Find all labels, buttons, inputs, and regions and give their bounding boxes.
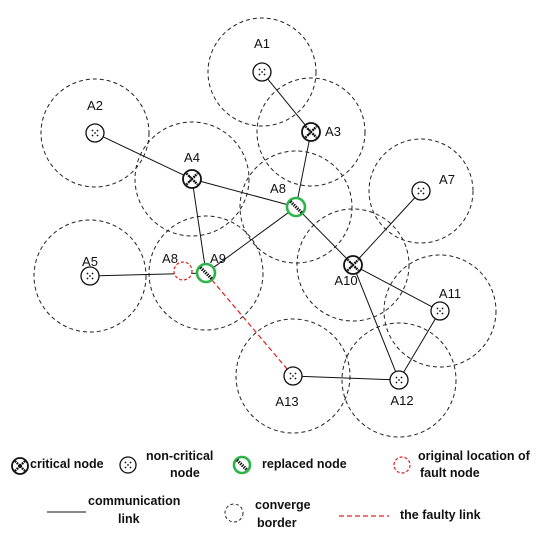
node-a3 — [301, 122, 321, 142]
node-label-a13: A13 — [275, 394, 298, 409]
legend-replaced-node-icon — [232, 455, 252, 475]
link-a1-a3 — [267, 78, 306, 126]
legend-non-critical-label-1: non-critical — [146, 449, 213, 463]
link-a11-a12 — [403, 318, 436, 373]
legend-converge-label-2: border — [257, 516, 297, 530]
node-label-a1: A1 — [254, 36, 270, 51]
node-label-a2: A2 — [87, 98, 103, 113]
node-label-a12: A12 — [390, 393, 413, 408]
faulty-link-a9-a13 — [211, 279, 288, 370]
legend-critical-label: critical node — [30, 457, 104, 471]
converge-border-a9 — [148, 215, 264, 331]
links — [98, 78, 436, 381]
node-a13 — [283, 366, 303, 386]
legend-original-label-1: original location of — [418, 449, 531, 463]
node-a5 — [80, 266, 100, 286]
node-label-a9: A9 — [210, 251, 226, 266]
node-label-a5: A5 — [82, 254, 98, 269]
converge-border-a10 — [296, 208, 410, 322]
converge-border-a1 — [207, 17, 317, 127]
link-a8-a10 — [301, 213, 348, 259]
legend-critical-node-icon — [11, 457, 29, 475]
legend-converge-border-icon — [224, 503, 244, 523]
converge-border-a4 — [134, 121, 250, 237]
converge-border-a2 — [40, 78, 150, 188]
legend-non-critical-label-2: node — [170, 466, 200, 480]
link-a13-a12 — [301, 375, 391, 381]
node-a4 — [182, 169, 202, 189]
legend-non-critical-node-icon — [119, 456, 137, 474]
node-a1 — [252, 62, 272, 82]
link-a3-a8 — [297, 140, 310, 199]
link-a2-a4 — [102, 136, 185, 176]
legend-replaced-label: replaced node — [262, 457, 347, 471]
converge-border-a11 — [383, 254, 497, 368]
node-label-a3: A3 — [325, 124, 341, 139]
node-a10 — [343, 255, 363, 275]
converge-border-a13 — [235, 318, 351, 434]
legend-original-location-icon — [393, 456, 411, 474]
converge-border-a5 — [33, 219, 147, 333]
legend-communication-label-2: link — [118, 512, 140, 526]
node-a8 — [285, 196, 307, 218]
nodes — [80, 62, 450, 390]
converge-border-a8 — [239, 150, 353, 264]
node-label-a11: A11 — [439, 286, 461, 301]
converge-border-a7 — [368, 138, 474, 244]
link-a7-a10 — [358, 197, 416, 259]
legend-faulty-label: the faulty link — [400, 508, 481, 522]
link-a10-a12 — [355, 273, 397, 372]
node-label-a4: A4 — [184, 150, 200, 165]
converge-border-a3 — [256, 77, 366, 187]
converge-border-a12 — [341, 322, 457, 438]
legend-communication-label-1: communication — [88, 494, 180, 508]
node-a11 — [430, 301, 450, 321]
link-a10-a11 — [360, 268, 433, 308]
link-a4-a9 — [192, 187, 206, 265]
node-a7 — [411, 181, 431, 201]
node-label-a8: A8 — [270, 181, 286, 196]
node-a12 — [389, 370, 409, 390]
legend: critical node non-critical node replaced… — [11, 449, 531, 530]
legend-original-label-2: fault node — [420, 466, 480, 480]
node-a9 — [195, 262, 217, 284]
link-a9-a8 — [212, 211, 290, 269]
node-a8-orig — [173, 261, 193, 281]
node-a2 — [85, 123, 105, 143]
legend-converge-label-1: converge — [255, 498, 311, 512]
converge-borders — [33, 17, 497, 438]
node-label-a10: A10 — [334, 273, 357, 288]
node-label-a7: A7 — [439, 172, 455, 187]
link-a4-a8 — [200, 180, 288, 206]
node-label-a8-orig: A8 — [162, 251, 178, 266]
